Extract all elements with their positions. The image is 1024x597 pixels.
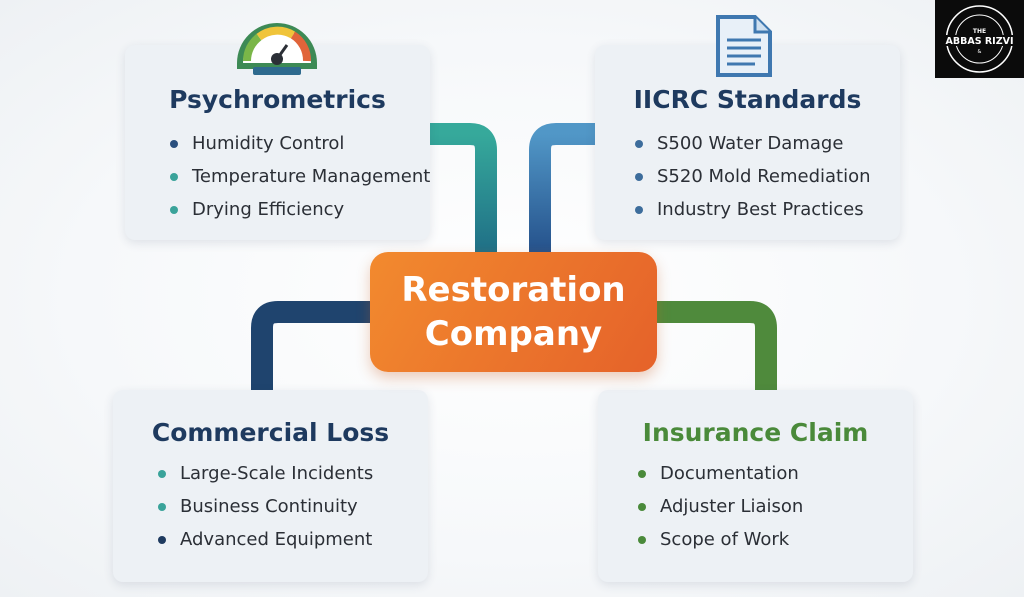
connector-commercial-loss	[251, 301, 372, 392]
card-iicrc-standards: IICRC Standards S500 Water Damage S520 M…	[595, 45, 900, 240]
logo-emblem-icon: THE ABBAS RIZVI &	[937, 5, 1022, 73]
card-psychrometrics: Psychrometrics Humidity Control Temperat…	[125, 45, 430, 240]
bullet-icon	[170, 206, 178, 214]
bullet-icon	[170, 173, 178, 181]
item-label: Drying Efficiency	[192, 199, 345, 220]
card-title: Psychrometrics	[169, 85, 386, 114]
item-label: Industry Best Practices	[657, 199, 864, 220]
bullet-icon	[638, 503, 646, 511]
list-item: S520 Mold Remediation	[635, 160, 871, 193]
center-node: Restoration Company	[370, 252, 657, 372]
svg-text:THE: THE	[973, 28, 986, 35]
bullet-icon	[638, 470, 646, 478]
list-item: Scope of Work	[638, 523, 803, 556]
connector-psychrometrics	[430, 123, 497, 255]
bullet-icon	[638, 536, 646, 544]
card-title: IICRC Standards	[633, 85, 862, 114]
gauge-icon	[237, 23, 317, 75]
list-item: Adjuster Liaison	[638, 490, 803, 523]
item-label: Large-Scale Incidents	[180, 463, 374, 484]
item-label: Adjuster Liaison	[660, 496, 804, 517]
card-commercial-loss: Commercial Loss Large-Scale Incidents Bu…	[113, 390, 428, 582]
brand-logo: THE ABBAS RIZVI &	[935, 0, 1024, 78]
connector-insurance-claim	[655, 301, 777, 400]
item-label: Documentation	[660, 463, 799, 484]
list-item: Business Continuity	[158, 490, 373, 523]
bullet-icon	[158, 503, 166, 511]
bullet-icon	[635, 206, 643, 214]
list-item: Large-Scale Incidents	[158, 457, 373, 490]
list-item: Temperature Management	[170, 160, 430, 193]
list-item: Humidity Control	[170, 127, 430, 160]
item-label: Advanced Equipment	[180, 529, 373, 550]
list-item: Industry Best Practices	[635, 193, 871, 226]
list-item: Drying Efficiency	[170, 193, 430, 226]
item-label: Scope of Work	[660, 529, 790, 550]
bullet-icon	[170, 140, 178, 148]
center-line-2: Company	[424, 314, 603, 354]
list-item: Advanced Equipment	[158, 523, 373, 556]
card-insurance-claim: Insurance Claim Documentation Adjuster L…	[598, 390, 913, 582]
item-label: Business Continuity	[180, 496, 358, 517]
bullet-icon	[635, 173, 643, 181]
list-item: S500 Water Damage	[635, 127, 871, 160]
bullet-icon	[158, 470, 166, 478]
item-label: S500 Water Damage	[657, 133, 844, 154]
item-label: S520 Mold Remediation	[657, 166, 871, 187]
card-title: Insurance Claim	[642, 418, 869, 447]
card-title: Commercial Loss	[151, 418, 390, 447]
svg-text:&: &	[978, 49, 982, 55]
bullet-icon	[158, 536, 166, 544]
document-icon	[716, 15, 772, 77]
svg-text:ABBAS RIZVI: ABBAS RIZVI	[946, 36, 1014, 47]
center-line-1: Restoration	[401, 270, 626, 310]
item-label: Temperature Management	[192, 166, 431, 187]
list-item: Documentation	[638, 457, 803, 490]
item-label: Humidity Control	[192, 133, 345, 154]
bullet-icon	[635, 140, 643, 148]
connector-iicrc	[529, 123, 595, 255]
